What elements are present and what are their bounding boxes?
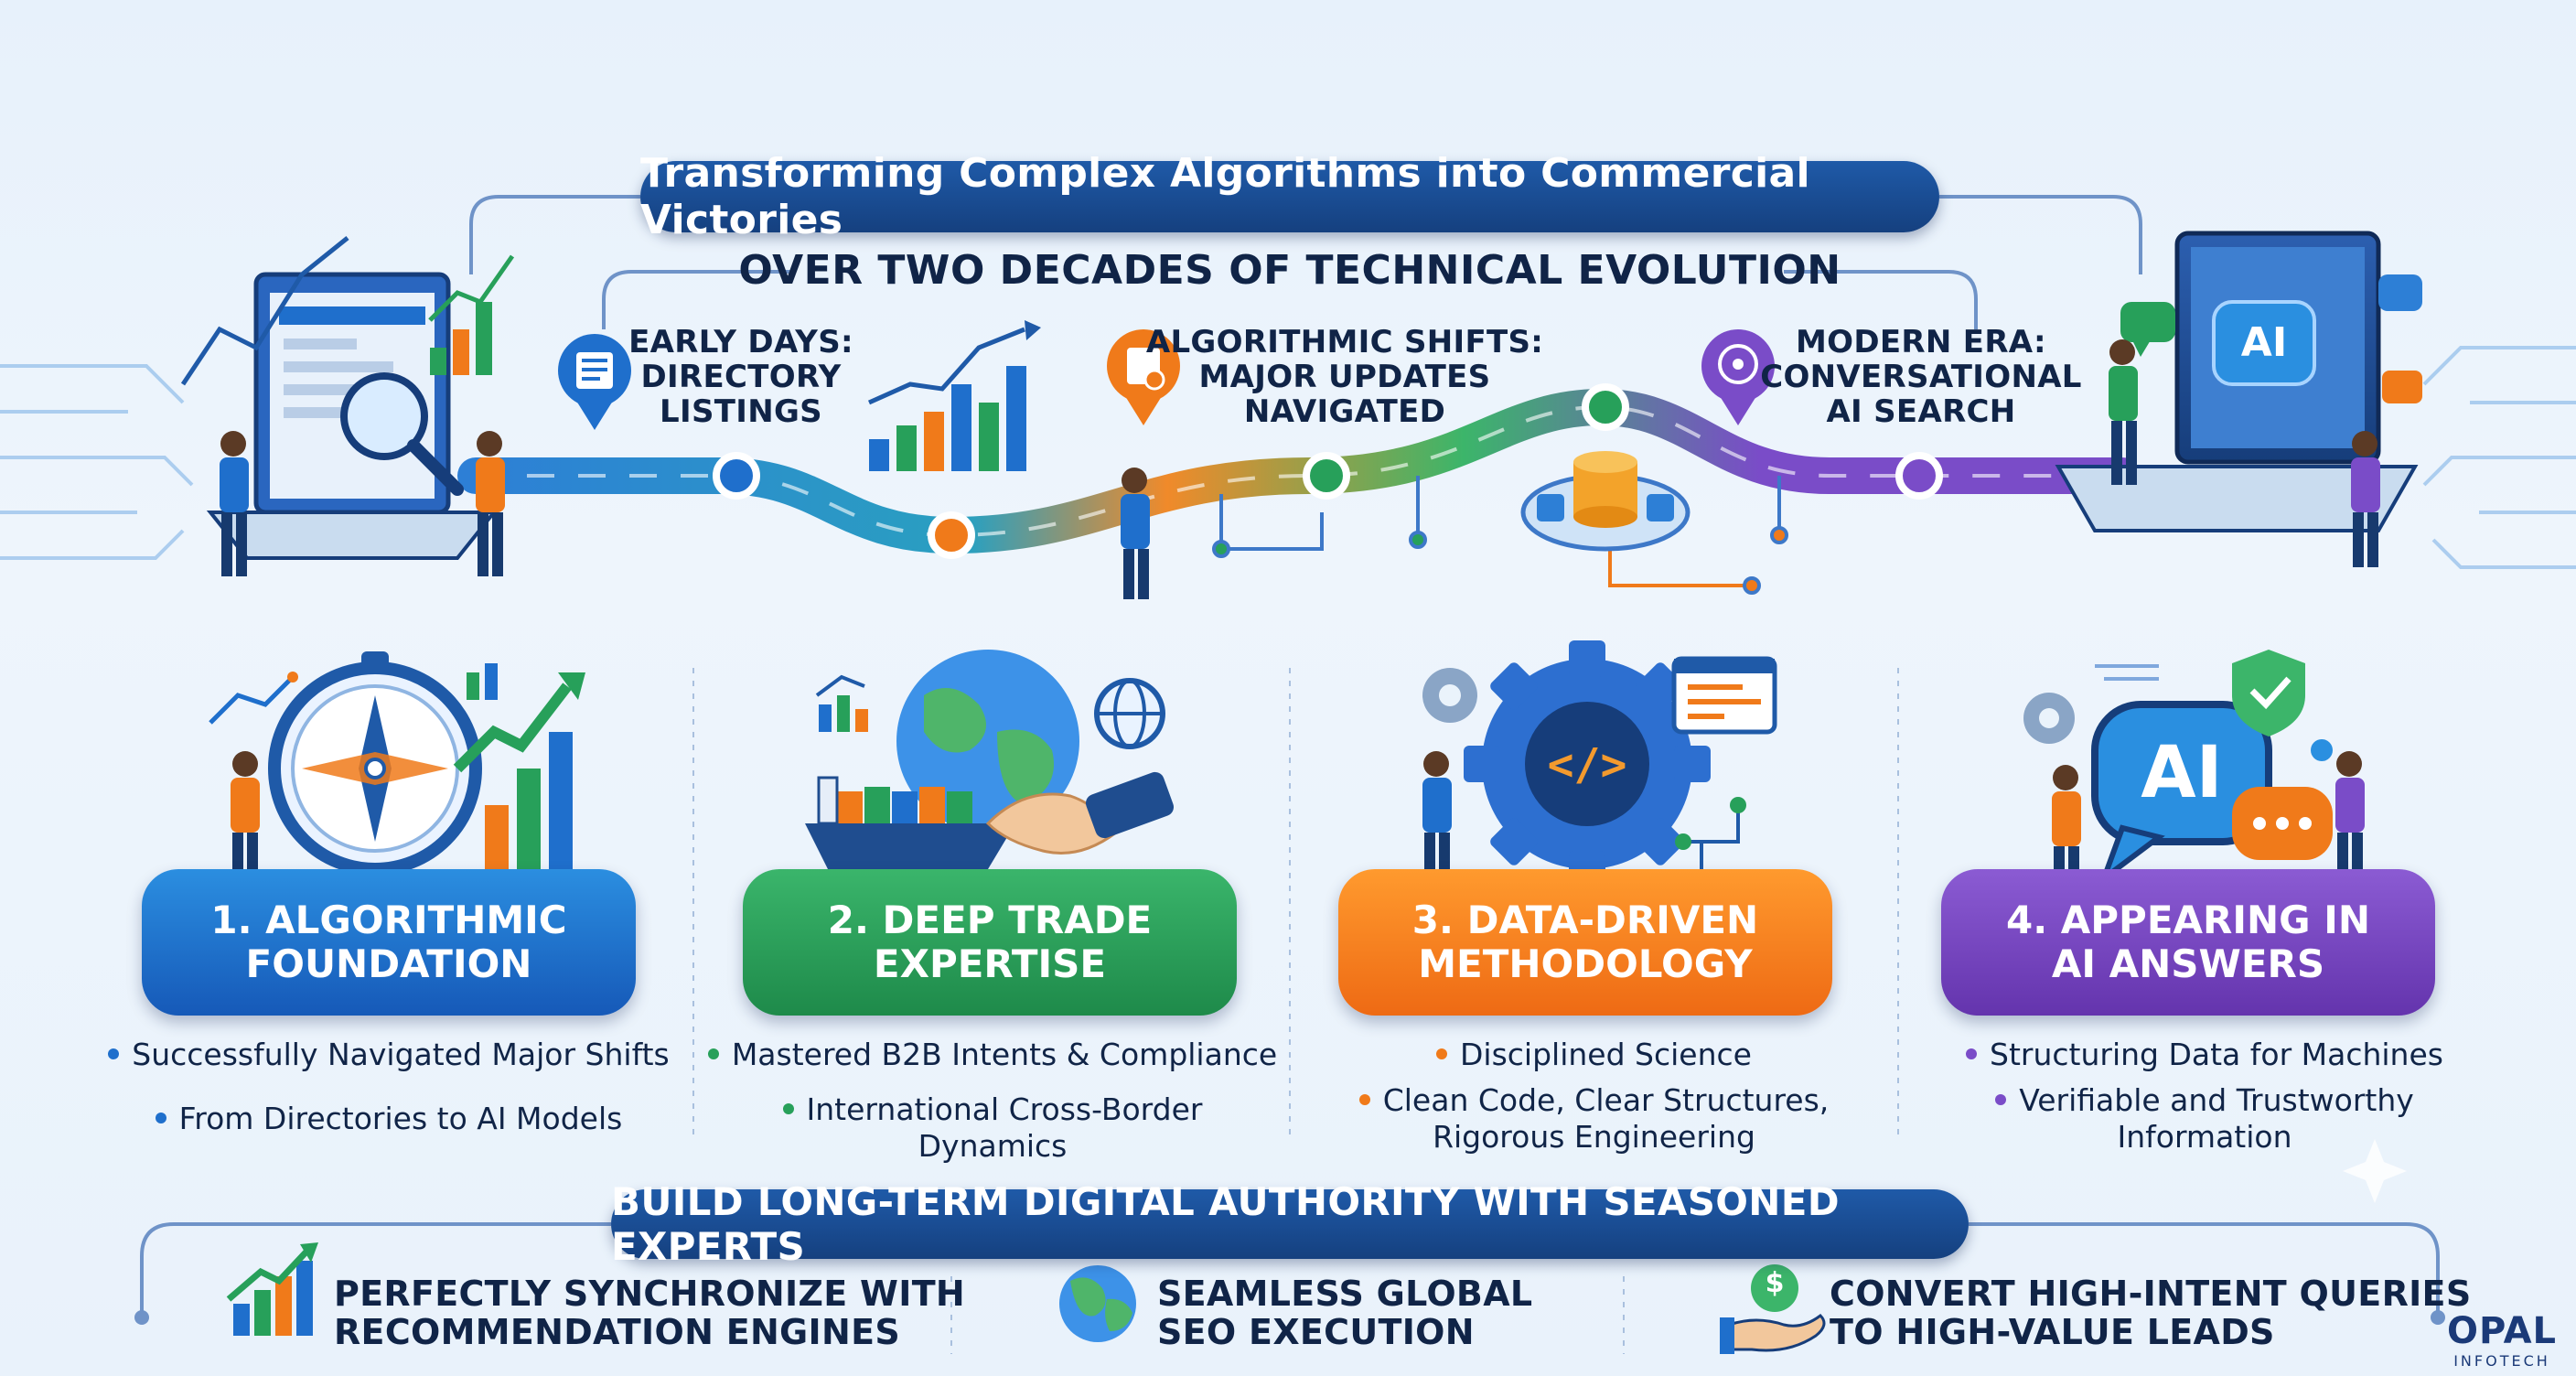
header-title-pill: Transforming Complex Algorithms into Com… — [640, 150, 1939, 243]
ai-screen-badge: AI — [2240, 319, 2288, 366]
pillar-title: 1. ALGORITHMIC — [210, 898, 567, 942]
milestone-modern-era: MODERN ERA: CONVERSATIONAL AI SEARCH — [1729, 325, 2113, 429]
right-circuit-lines — [2422, 346, 2576, 569]
bullet-dot — [155, 1112, 166, 1123]
logo-subtitle: INFOTECH — [2453, 1352, 2550, 1370]
milestone-label: AI SEARCH — [1826, 393, 2016, 430]
globe-icon — [1059, 1265, 1136, 1342]
pillar-title: AI ANSWERS — [2051, 941, 2325, 986]
pillar-title: 2. DEEP TRADE — [827, 898, 1153, 942]
logo-name: OPAL — [2446, 1310, 2558, 1352]
pillar-4-bullet: Structuring Data for Machines — [1907, 1037, 2502, 1073]
pillar-4-bullet: Verifiable and Trustworthy Information — [1907, 1082, 2502, 1156]
milestone-label: CONVERSATIONAL — [1760, 359, 2082, 395]
ai-brain-icon — [1701, 329, 1775, 425]
pillar-title: 4. APPEARING IN — [2005, 898, 2371, 942]
globe-handshake-icon — [805, 650, 1175, 869]
growth-chart-icon-pillar — [209, 663, 585, 887]
code-gear-icon: </> — [1422, 640, 1777, 887]
pillar-title: FOUNDATION — [245, 941, 532, 986]
milestone-label: EARLY DAYS: — [628, 324, 853, 360]
milestone-label: LISTINGS — [660, 393, 822, 430]
left-laptop-scene — [180, 236, 515, 576]
left-circuit-lines — [0, 364, 194, 560]
pillar-1-bullet: Successfully Navigated Major Shifts — [91, 1037, 686, 1073]
milestone-label: MAJOR UPDATES — [1198, 359, 1491, 395]
money-symbol: $ — [1765, 1267, 1785, 1299]
pillar-2-bullet: Mastered B2B Intents & Compliance — [704, 1037, 1281, 1073]
person-walking — [1121, 468, 1150, 599]
bullet-dot — [782, 1102, 794, 1114]
footer-item-convert-leads: CONVERT HIGH-INTENT QUERIES TO HIGH-VALU… — [1830, 1274, 2472, 1352]
footer-item-global-seo: SEAMLESS GLOBAL SEO EXECUTION — [1157, 1274, 1533, 1352]
pillar-3-bullet: Clean Code, Clear Structures, Rigorous E… — [1299, 1082, 1889, 1156]
milestone-algorithmic-shifts: ALGORITHMIC SHIFTS: MAJOR UPDATES NAVIGA… — [1143, 325, 1546, 429]
document-list-icon — [558, 334, 631, 430]
milestone-early-days: EARLY DAYS: DIRECTORY LISTINGS — [549, 325, 933, 429]
page-subtitle: OVER TWO DECADES OF TECHNICAL EVOLUTION — [738, 247, 1841, 294]
pillar-2-bullet: International Cross-Border Dynamics — [704, 1091, 1281, 1165]
bullet-dot — [707, 1048, 719, 1059]
brand-logo: OPAL INFOTECH — [2438, 1310, 2566, 1370]
compass-icon — [268, 651, 482, 876]
pillar-title: EXPERTISE — [873, 941, 1107, 986]
bullet-dot — [1966, 1048, 1978, 1059]
right-laptop-scene — [2055, 231, 2422, 567]
ai-chat-badge: AI — [2141, 732, 2223, 814]
pillar-3-bullet: Disciplined Science — [1299, 1037, 1889, 1073]
pillar-1-bullet: From Directories to AI Models — [91, 1101, 686, 1137]
footer-item-synchronize: PERFECTLY SYNCHRONIZE WITH RECOMMENDATIO… — [334, 1274, 966, 1352]
footer-title-pill: BUILD LONG-TERM DIGITAL AUTHORITY WITH S… — [611, 1179, 1969, 1269]
growth-chart-icon — [226, 1242, 318, 1336]
bullet-dot — [1358, 1093, 1370, 1105]
milestone-label: NAVIGATED — [1243, 393, 1446, 430]
pillar-title: 3. DATA-DRIVEN — [1411, 898, 1759, 942]
pillar-title: METHODOLOGY — [1418, 941, 1753, 986]
milestone-label: DIRECTORY — [640, 359, 842, 395]
timeline-node — [713, 383, 1943, 559]
database-icon — [1520, 451, 1690, 552]
bullet-dot — [108, 1048, 120, 1059]
page-title: Transforming Complex Algorithms into Com… — [640, 150, 1810, 243]
gear-document-icon — [1107, 329, 1180, 425]
money-hand-icon — [1720, 1264, 1826, 1354]
milestone-label: ALGORITHMIC SHIFTS: — [1145, 324, 1544, 360]
bullet-dot — [1436, 1048, 1448, 1059]
bullet-dot — [1995, 1093, 2007, 1105]
milestone-label: MODERN ERA: — [1796, 324, 2046, 360]
ai-chat-icon — [2023, 650, 2365, 897]
footer-title: BUILD LONG-TERM DIGITAL AUTHORITY WITH S… — [611, 1179, 1840, 1269]
bar-chart-icon — [867, 320, 1041, 471]
svg-text:</>: </> — [1548, 739, 1627, 790]
